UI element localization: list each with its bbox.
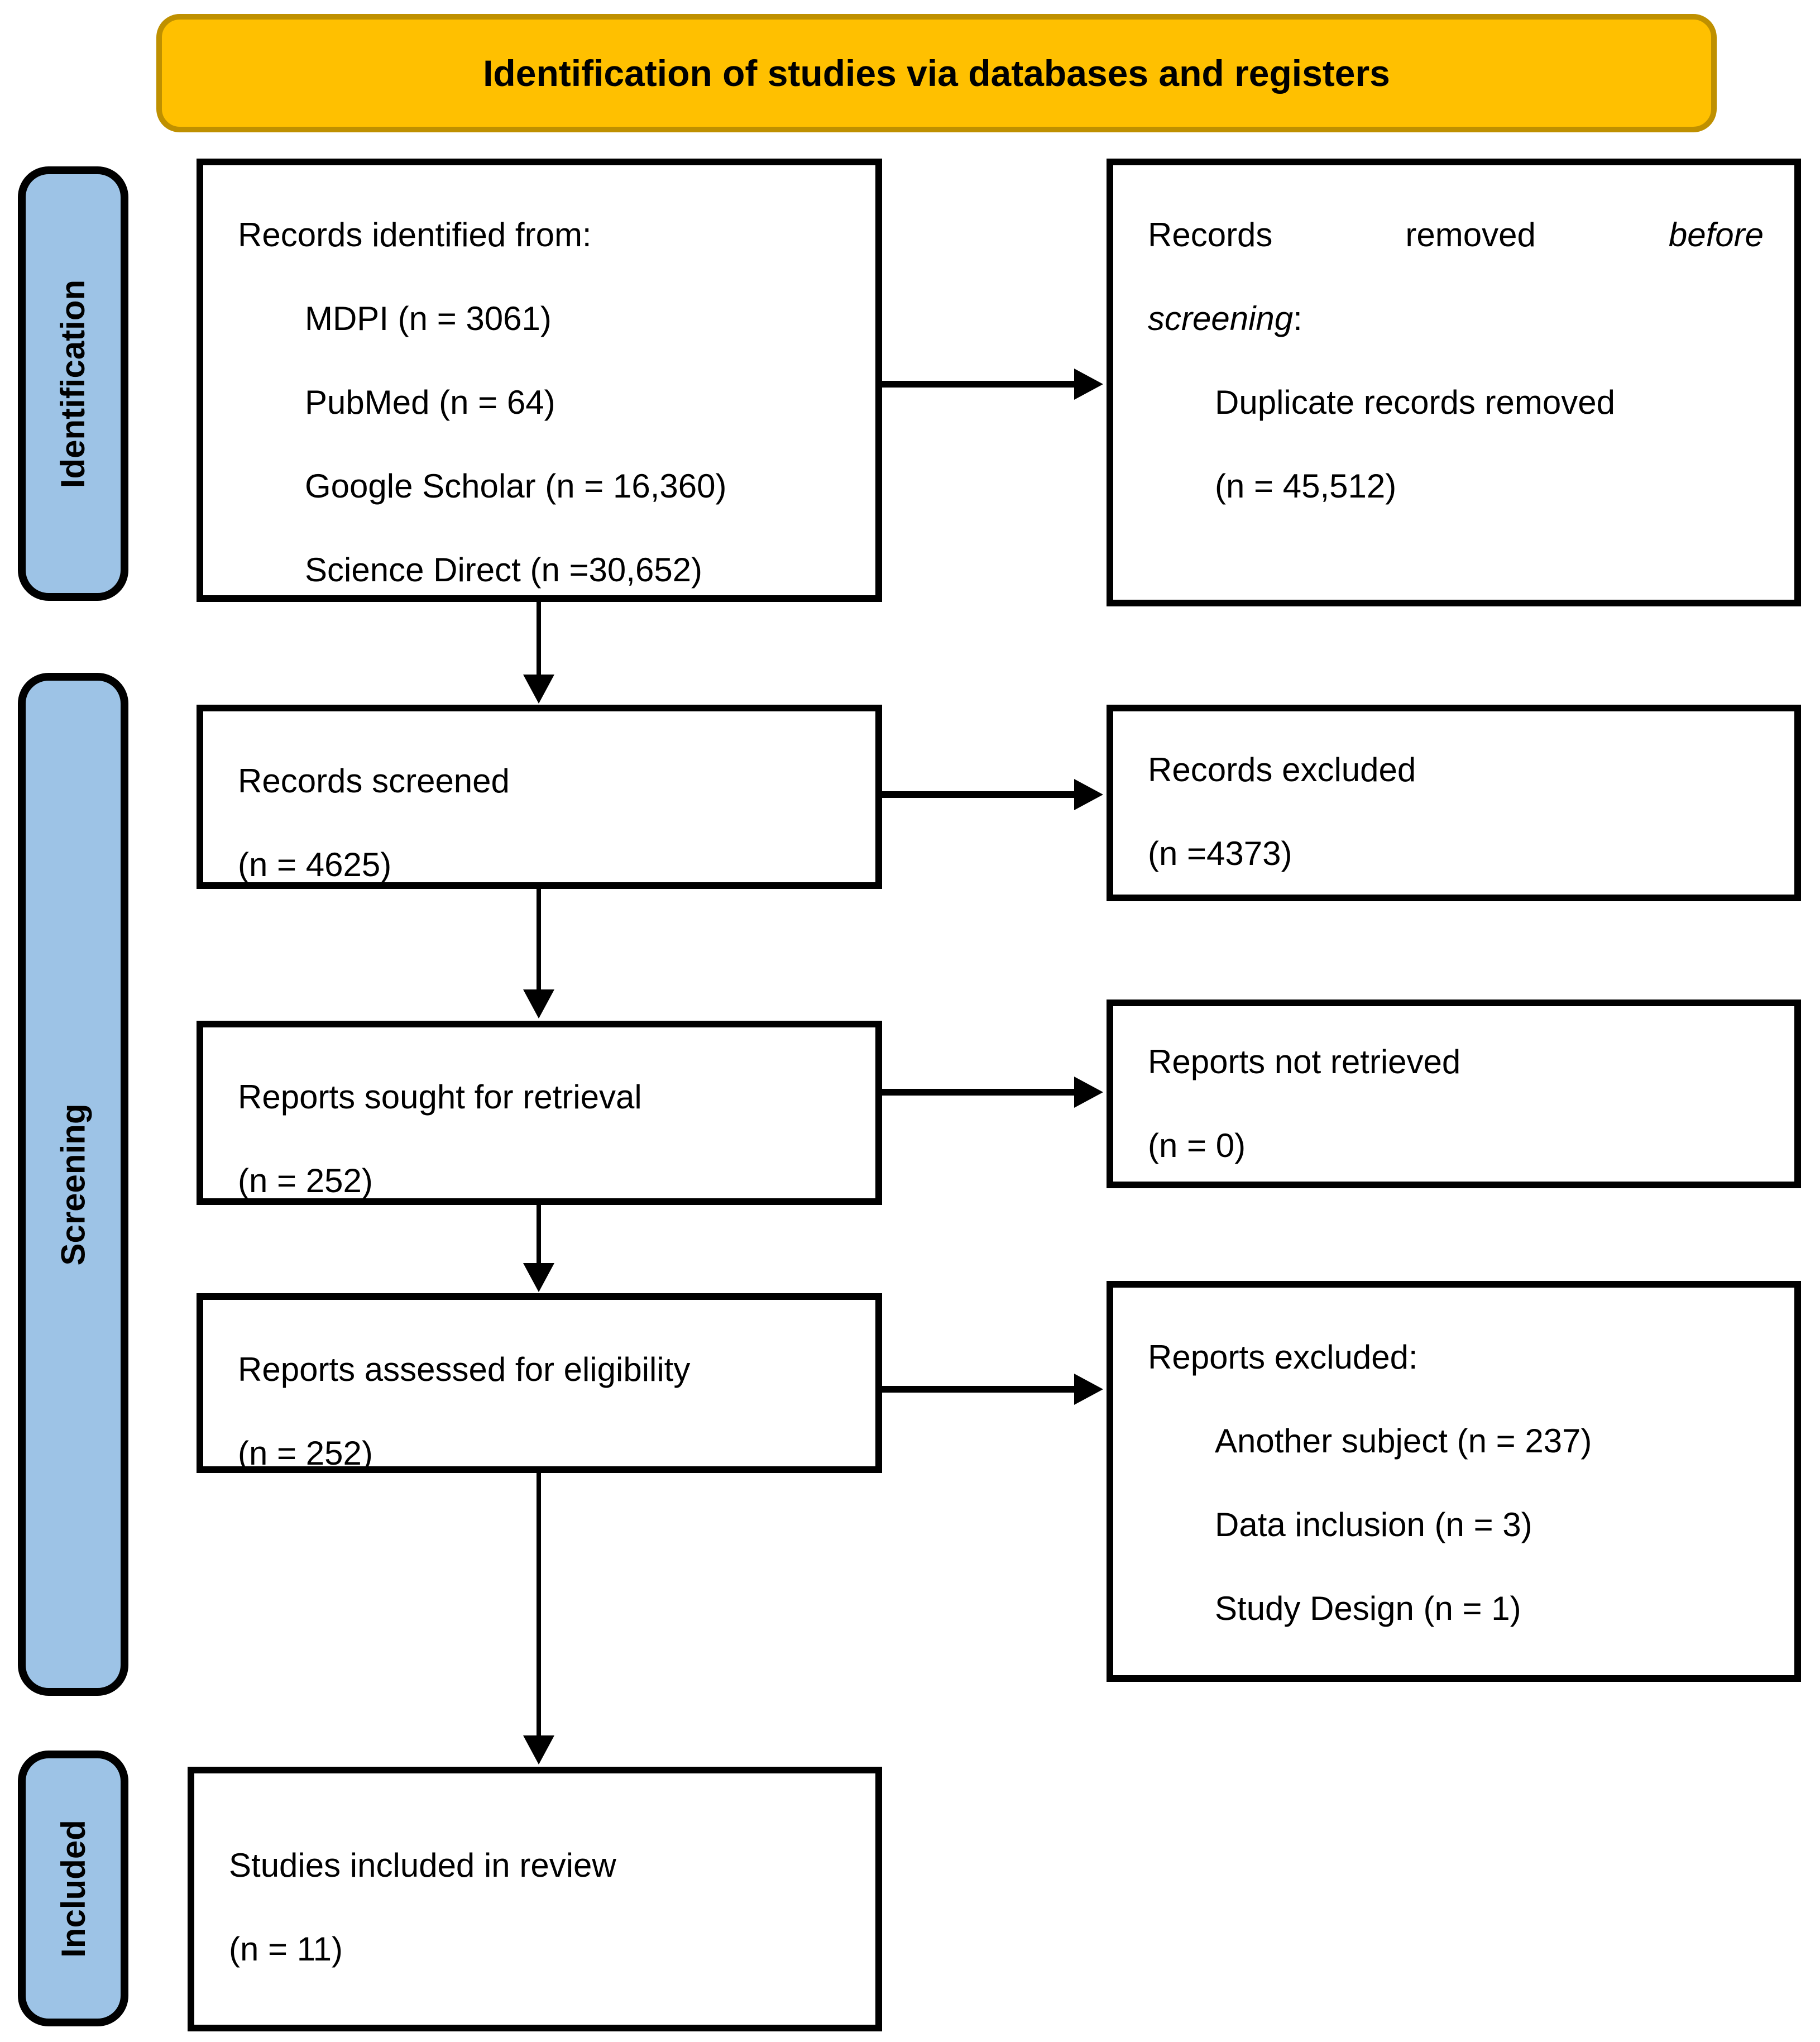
box-studies-included: Studies included in review (n = 11) (188, 1767, 882, 2031)
box-reports-sought: Reports sought for retrieval (n = 252) (197, 1021, 882, 1205)
source-google-scholar: Google Scholar (n = 16,360) (305, 467, 727, 505)
duplicates-removed-label: Duplicate records removed (1215, 384, 1615, 421)
excluded-another-subject: Another subject (n = 237) (1215, 1422, 1592, 1460)
studies-included-count: (n = 11) (229, 1930, 343, 1968)
arrow-screened-to-excluded-line (882, 791, 1074, 798)
reports-assessed-count: (n = 252) (238, 1434, 373, 1472)
arrow-sought-to-not-retrieved-line (882, 1089, 1074, 1096)
word-records: Records (1148, 216, 1273, 254)
box-records-removed: Records removed before screening: Duplic… (1107, 159, 1801, 606)
word-removed: removed (1405, 216, 1536, 254)
stage-label-included: Included (54, 1819, 92, 1958)
reports-excluded-heading: Reports excluded: (1148, 1338, 1418, 1376)
box-records-screened: Records screened (n = 4625) (197, 705, 882, 889)
arrow-identified-to-removed-head (1074, 369, 1103, 400)
word-before: before (1668, 216, 1764, 254)
arrow-screened-to-excluded-head (1074, 779, 1103, 810)
records-removed-heading-line2: screening: (1148, 277, 1778, 361)
records-excluded-label: Records excluded (1148, 751, 1416, 788)
excluded-study-design: Study Design (n = 1) (1215, 1590, 1521, 1627)
arrow-assessed-to-included-line (537, 1473, 541, 1737)
reports-not-retrieved-count: (n = 0) (1148, 1127, 1246, 1164)
records-screened-label: Records screened (238, 762, 510, 800)
reports-sought-label: Reports sought for retrieval (238, 1078, 642, 1116)
arrow-sought-to-assessed-line (537, 1205, 541, 1264)
records-excluded-count: (n =4373) (1148, 835, 1292, 872)
word-screening: screening (1148, 300, 1294, 337)
source-mdpi: MDPI (n = 3061) (305, 300, 552, 337)
stage-bar-identification: Identification (18, 166, 128, 601)
arrow-screened-to-sought-line (537, 889, 541, 991)
arrow-assessed-to-included-head (523, 1735, 554, 1764)
reports-sought-count: (n = 252) (238, 1162, 373, 1199)
arrow-assessed-to-reports-excluded-line (882, 1386, 1074, 1393)
arrow-identified-to-screened-line (537, 602, 541, 676)
arrow-sought-to-not-retrieved-head (1074, 1077, 1103, 1108)
arrow-identified-to-screened-head (523, 675, 554, 704)
box-records-excluded: Records excluded (n =4373) (1107, 705, 1801, 901)
box-records-identified: Records identified from: MDPI (n = 3061)… (197, 159, 882, 602)
records-identified-heading: Records identified from: (238, 216, 592, 254)
box-reports-excluded: Reports excluded: Another subject (n = 2… (1107, 1281, 1801, 1682)
arrow-identified-to-removed-line (882, 381, 1074, 388)
arrow-sought-to-assessed-head (523, 1263, 554, 1292)
source-pubmed: PubMed (n = 64) (305, 384, 555, 421)
stage-bar-included: Included (18, 1751, 128, 2026)
banner-title: Identification of studies via databases … (156, 14, 1717, 132)
reports-assessed-label: Reports assessed for eligibility (238, 1351, 691, 1388)
reports-not-retrieved-label: Reports not retrieved (1148, 1043, 1461, 1080)
records-removed-heading-line1: Records removed before (1148, 193, 1778, 277)
stage-label-screening: Screening (54, 1103, 92, 1266)
colon: : (1293, 300, 1302, 337)
box-reports-not-retrieved: Reports not retrieved (n = 0) (1107, 1000, 1801, 1188)
box-reports-assessed: Reports assessed for eligibility (n = 25… (197, 1293, 882, 1473)
stage-label-identification: Identification (54, 279, 92, 488)
excluded-data-inclusion: Data inclusion (n = 3) (1215, 1506, 1532, 1543)
studies-included-label: Studies included in review (229, 1847, 616, 1884)
duplicates-removed-count: (n = 45,512) (1215, 467, 1397, 505)
arrow-assessed-to-reports-excluded-head (1074, 1374, 1103, 1405)
stage-bar-screening: Screening (18, 673, 128, 1696)
records-screened-count: (n = 4625) (238, 846, 392, 883)
source-science-direct: Science Direct (n =30,652) (305, 551, 703, 589)
arrow-screened-to-sought-head (523, 989, 554, 1018)
